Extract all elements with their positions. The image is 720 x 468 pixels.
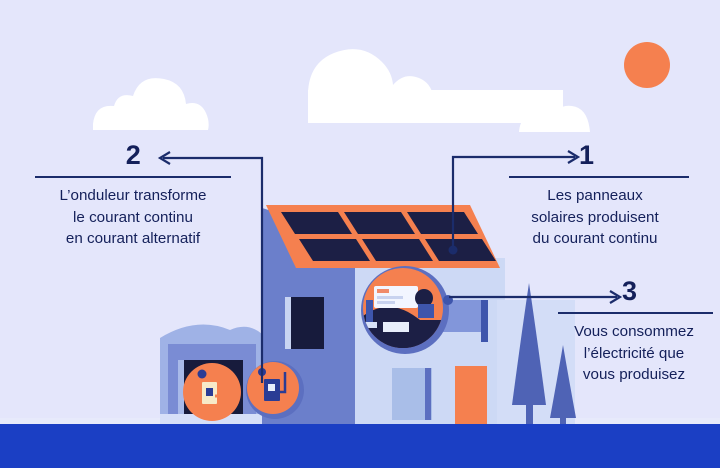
wall-panel-edge — [481, 300, 488, 342]
solar-panels-on-roof — [281, 212, 496, 261]
inverter-cable — [277, 372, 287, 394]
solar-panel-r1c1 — [281, 212, 352, 234]
tree-tall-icon — [512, 283, 546, 405]
house-left-window — [290, 297, 324, 349]
step-1-text: Les panneaux solaires produisent du cour… — [531, 187, 659, 248]
sun-icon — [624, 42, 670, 88]
garage-door-frame — [178, 360, 184, 424]
connector-step-1 — [451, 155, 575, 250]
side-window-mullion — [425, 368, 431, 420]
cloud-center-base — [308, 90, 563, 123]
solar-panel-r1c2 — [344, 212, 415, 234]
garage-inverter-cable — [215, 375, 226, 398]
arrowhead-step-2 — [157, 151, 171, 165]
step-3-divider — [558, 312, 713, 314]
step-3-number-row: 3 — [622, 278, 714, 305]
lamp-pole — [366, 300, 373, 324]
step-1-divider — [509, 176, 689, 178]
connector-1-endpoint — [448, 245, 458, 255]
callout-step-3: 3 Vous consommez l’électricité que vous … — [554, 278, 714, 386]
solar-panel-r1c3 — [407, 212, 478, 234]
garage-inverter-dot — [197, 369, 207, 379]
solar-panel-r2c3 — [425, 239, 496, 261]
cloud-left-icon — [93, 78, 209, 130]
table — [383, 322, 409, 332]
house-left-window-frame — [285, 297, 291, 349]
step-3-text: Vous consommez l’électricité que vous pr… — [574, 323, 694, 384]
solar-panel-r2c1 — [299, 239, 370, 261]
inverter-unit-screen — [268, 384, 275, 391]
step-2-number-row: 2 — [30, 142, 236, 169]
lamp-base — [363, 322, 377, 328]
solar-panel-r2c2 — [362, 239, 433, 261]
living-room-magnifier — [361, 266, 453, 354]
step-2-divider — [35, 176, 231, 178]
step-1-number: 1 — [579, 140, 594, 170]
step-1-number-row: 1 — [579, 142, 693, 169]
tree-short-trunk — [560, 410, 566, 424]
person-body — [418, 304, 434, 318]
garage-inverter-screen — [206, 388, 213, 396]
inverter-magnifier-garage — [183, 363, 241, 421]
tree-tall-trunk — [526, 398, 533, 424]
tv-detail-2 — [377, 296, 403, 299]
step-3-number: 3 — [622, 276, 637, 306]
cloud-right-small-icon — [519, 105, 590, 132]
front-door — [455, 366, 487, 424]
tv-detail-3 — [377, 301, 395, 304]
step-2-text: L’onduleur transforme le courant continu… — [59, 187, 207, 248]
tv-detail-1 — [377, 289, 389, 293]
person-head — [415, 289, 433, 307]
step-2-number: 2 — [125, 140, 141, 170]
ground-band — [0, 424, 720, 468]
callout-step-1: 1 Les panneaux solaires produisent du co… — [497, 142, 693, 250]
callout-step-2: 2 L’onduleur transforme le courant conti… — [30, 142, 236, 250]
arrowhead-step-1 — [567, 150, 581, 164]
arrowhead-step-3 — [609, 290, 623, 304]
connector-step-2 — [163, 156, 264, 383]
tree-short-icon — [550, 345, 576, 418]
